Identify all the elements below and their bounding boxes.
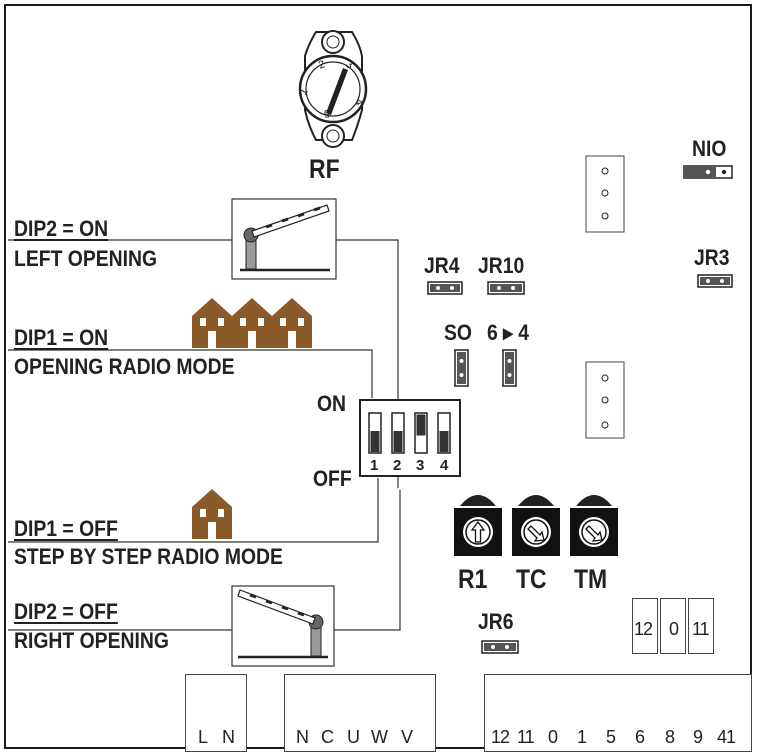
- trimmer-tm-label: TM: [574, 564, 608, 594]
- trimmer-tc: [512, 495, 560, 556]
- terminal-label: V: [401, 727, 414, 747]
- jumper-jr3: [697, 274, 733, 288]
- dip-toggle-2: [391, 412, 405, 454]
- rf-number-2: 2: [317, 58, 327, 71]
- house-icon: [272, 298, 312, 348]
- barrier-left-opening: [231, 198, 337, 280]
- jumper-so-label: SO: [444, 320, 472, 345]
- dip1-off-title: DIP1 = OFF: [14, 516, 118, 541]
- dip-number-4: 4: [440, 457, 449, 474]
- jumper-6-4-label: 6 ▸ 4: [487, 320, 530, 345]
- terminal-label: 12: [491, 727, 510, 747]
- terminal-label: 5: [606, 727, 617, 747]
- trimmer-tc-label: TC: [516, 564, 547, 594]
- dip1-on-subtitle: OPENING RADIO MODE: [14, 354, 235, 379]
- line-dip1-off: [8, 478, 379, 543]
- trimmer-r1-arrow-up-icon: [470, 520, 486, 543]
- jumper-nio: [683, 165, 733, 179]
- connector-top: [585, 155, 625, 233]
- trimmer-r1: [454, 495, 502, 556]
- dip-toggle-3: [414, 412, 428, 454]
- rf-label: RF: [309, 154, 340, 184]
- dip-on-label: ON: [317, 391, 347, 416]
- rf-number-1: 1: [297, 86, 310, 97]
- small-terminal-11: 11: [688, 598, 714, 654]
- dip1-on-title: DIP1 = ON: [14, 325, 109, 350]
- dip-off-label: OFF: [313, 466, 352, 491]
- terminal-label: 9: [693, 727, 704, 747]
- terminal-label: 0: [548, 727, 559, 747]
- jumper-jr10-label: JR10: [478, 253, 525, 278]
- dip-number-2: 2: [393, 457, 401, 474]
- trimmer-r1-label: R1: [458, 564, 488, 594]
- jumper-jr6: [481, 640, 519, 654]
- dip-switch: 1 2 3 4: [359, 399, 461, 477]
- dip-number-1: 1: [370, 457, 378, 474]
- jumper-jr6-label: JR6: [478, 609, 514, 634]
- small-terminal-12: 12: [632, 598, 658, 654]
- terminal-label: U: [347, 727, 360, 747]
- dip2-off-subtitle: RIGHT OPENING: [14, 628, 169, 653]
- terminal-label: 8: [665, 727, 676, 747]
- jumper-jr4-label: JR4: [424, 253, 460, 278]
- jumper-jr3-label: JR3: [694, 245, 730, 270]
- terminal-label: 6: [635, 727, 646, 747]
- jumper-6-4: [502, 349, 517, 387]
- jumper-jr10: [487, 281, 525, 295]
- rf-number-3: 3: [344, 58, 355, 71]
- house-icon: [232, 298, 272, 348]
- dip-number-3: 3: [416, 457, 424, 474]
- barrier-right-opening: [231, 585, 335, 667]
- terminal-label: 11: [517, 727, 535, 747]
- trimmer-tc-arrow-icon: [527, 525, 545, 542]
- dip2-off-title: DIP2 = OFF: [14, 599, 118, 624]
- terminal-label: N: [222, 727, 235, 747]
- terminal-label: N: [296, 727, 309, 747]
- rf-dial-pointer: [326, 68, 348, 115]
- jumper-jr4: [427, 281, 463, 295]
- connector-lines: [8, 239, 401, 631]
- small-terminal-0: 0: [660, 598, 686, 654]
- terminal-block-motor: N C U W V: [284, 674, 436, 752]
- terminal-label: C: [321, 727, 334, 747]
- dip1-off-subtitle: STEP BY STEP RADIO MODE: [14, 544, 283, 569]
- rf-selector: 1 2 3 4 5: [297, 30, 368, 148]
- terminal-label: 1: [577, 727, 588, 747]
- jumper-so: [454, 349, 469, 387]
- line-dip1-on: [8, 349, 373, 398]
- house-icon: [192, 489, 232, 539]
- house-step-by-step: [192, 489, 232, 539]
- terminal-label: 41: [717, 727, 736, 747]
- terminal-label: L: [198, 727, 209, 747]
- trimmer-tm-arrow-icon: [585, 525, 603, 542]
- terminal-label: W: [371, 727, 388, 747]
- houses-opening-mode: [192, 298, 312, 348]
- dip2-on-title: DIP2 = ON: [14, 216, 109, 241]
- dip2-on-subtitle: LEFT OPENING: [14, 246, 158, 271]
- dip-toggle-1: [368, 412, 382, 454]
- trimmer-tm: [570, 495, 618, 556]
- line-dip2-off-to-switch: [334, 490, 401, 631]
- terminal-block-control: 12 11 0 1 5 6 8 9 41: [484, 674, 752, 752]
- house-icon: [192, 298, 232, 348]
- dip-toggle-4: [437, 412, 451, 454]
- rf-number-4: 4: [352, 98, 365, 107]
- barrier-arm-lowered: [237, 589, 316, 625]
- connector-middle: [585, 361, 625, 439]
- terminal-block-power: L N: [185, 674, 247, 752]
- jumper-nio-label: NIO: [692, 136, 727, 161]
